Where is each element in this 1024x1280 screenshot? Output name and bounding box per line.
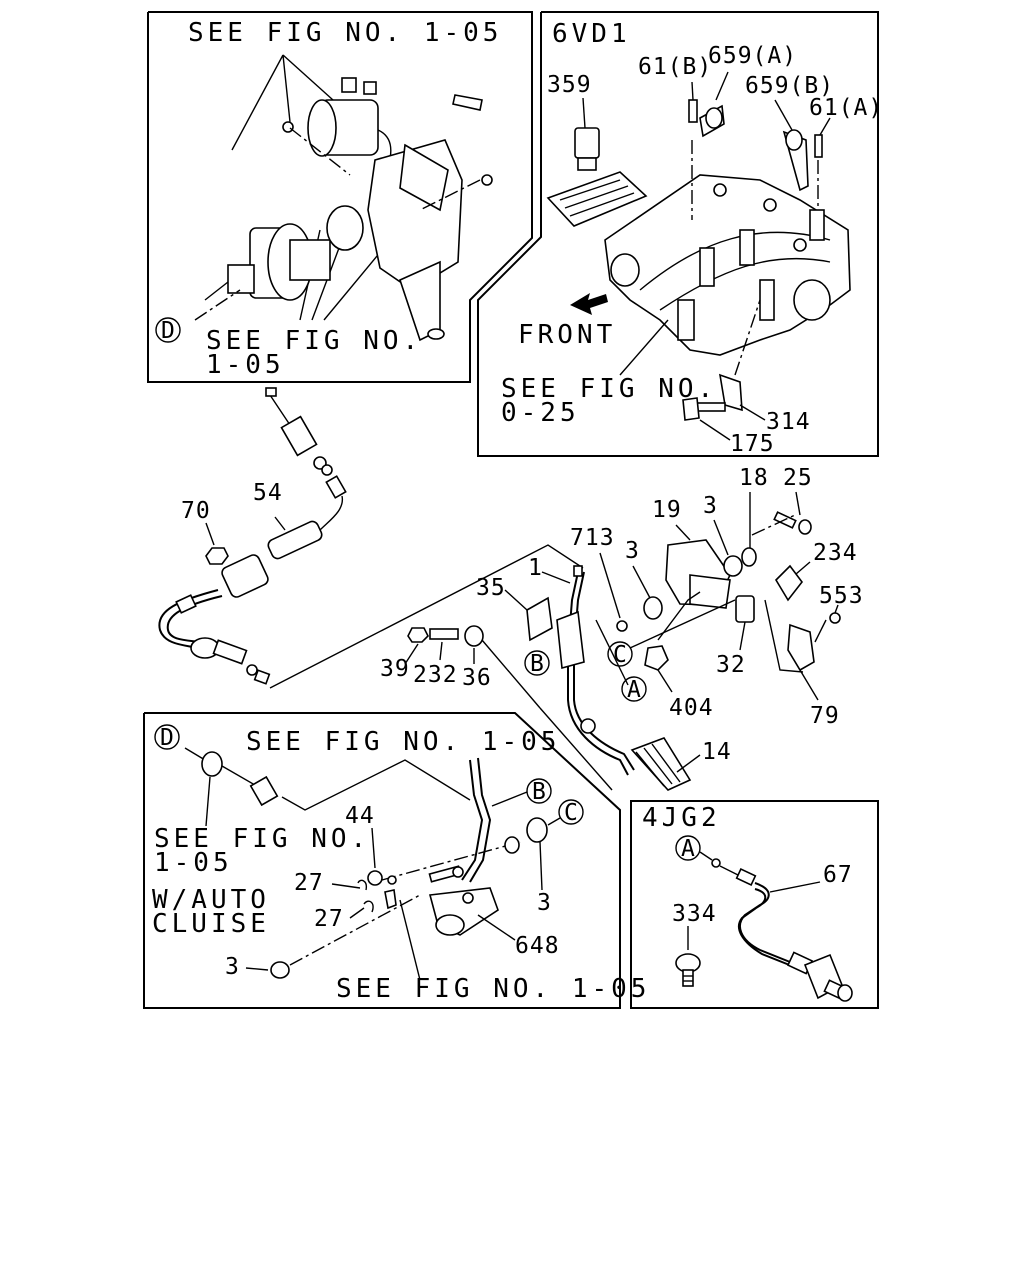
part-659a: 659(A) [708, 43, 797, 69]
ref-bottom-left-1: SEE FIG NO. [206, 326, 422, 356]
variant-6vd1: 6VD1 [552, 19, 631, 49]
svg-text:A: A [681, 836, 696, 862]
part-18: 18 [739, 465, 769, 491]
direction-front: FRONT [518, 320, 616, 350]
part-61a: 61(A) [809, 95, 883, 121]
note-auto-cruise-1: W/AUTO [152, 885, 270, 915]
ref-0-25-line1: SEE FIG NO. [501, 374, 717, 404]
part-3a: 3 [625, 538, 640, 564]
part-25: 25 [783, 465, 813, 491]
intake-manifold [604, 174, 851, 356]
panel-top-left: SEE FIG NO. 1-05 SEE FIG NO. 1-05 D [147, 11, 533, 383]
part-35: 35 [476, 575, 506, 601]
svg-text:D: D [161, 318, 176, 344]
part-404: 404 [669, 695, 714, 721]
bolts-39-232-36 [404, 625, 613, 791]
svg-text:C: C [564, 800, 579, 826]
svg-text:B: B [532, 779, 547, 805]
callout-b: B [524, 650, 550, 677]
panel-bottom-right: 4JG2 A 67 334 [630, 800, 879, 1009]
bolt-175 [619, 299, 766, 441]
callout-b-bottom: B [526, 778, 552, 805]
part-19: 19 [652, 497, 682, 523]
callout-a-br: A [675, 835, 701, 862]
part-67: 67 [823, 862, 853, 888]
ref-top-left: SEE FIG NO. 1-05 [188, 18, 502, 48]
svg-text:D: D [160, 725, 175, 751]
part-44: 44 [345, 803, 375, 829]
part-232: 232 [413, 662, 458, 688]
part-553: 553 [819, 583, 864, 609]
callout-d-bottom: D [154, 724, 180, 751]
part-659b: 659(B) [745, 73, 834, 99]
svg-text:C: C [613, 642, 628, 668]
ref-bl-mid-1: SEE FIG NO. [154, 824, 370, 854]
part-359: 359 [547, 72, 592, 98]
relay-359 [546, 97, 648, 227]
part-1: 1 [528, 555, 543, 581]
part-3b: 3 [703, 493, 718, 519]
callout-c-bottom: C [558, 799, 584, 826]
clip-334 [675, 926, 701, 987]
bracket-19 [595, 491, 841, 701]
callout-c: C [607, 641, 633, 668]
part-3-bl: 3 [537, 890, 552, 916]
part-36: 36 [462, 665, 492, 691]
part-61b: 61(B) [638, 54, 712, 80]
panel-top-right: 6VD1 359 61(B) 659(A) 659(B) 61(A) FRONT… [477, 11, 883, 457]
ref-bl-mid-2: 1-05 [154, 848, 233, 878]
accelerator-cable [158, 387, 584, 689]
part-14: 14 [702, 739, 732, 765]
main-assembly: 70 54 713 3 19 3 18 25 234 553 1 35 39 2… [158, 387, 864, 791]
cable-67 [699, 851, 853, 1002]
part-32: 32 [716, 652, 746, 678]
part-713: 713 [570, 525, 615, 551]
part-79: 79 [810, 703, 840, 729]
part-234: 234 [813, 540, 858, 566]
front-arrow [570, 293, 608, 315]
part-648: 648 [515, 933, 560, 959]
part-70: 70 [181, 498, 211, 524]
svg-text:A: A [627, 677, 642, 703]
callout-d-top: D [155, 317, 181, 344]
part-175: 175 [730, 431, 775, 457]
part-314: 314 [766, 409, 811, 435]
part-54: 54 [253, 480, 283, 506]
ref-bl-top: SEE FIG NO. 1-05 [246, 727, 560, 757]
pedal-arm-bl [245, 757, 561, 981]
part-334: 334 [672, 901, 717, 927]
part-39: 39 [380, 656, 410, 682]
ref-bottom-left-2: 1-05 [206, 350, 285, 380]
ref-0-25-line2: 0-25 [501, 398, 580, 428]
variant-4jg2: 4JG2 [642, 803, 721, 833]
note-auto-cruise-2: CLUISE [152, 909, 270, 939]
panel-bottom-left: D SEE FIG NO. 1-05 SEE FIG NO. 1-05 W/AU… [143, 712, 650, 1009]
part-3-bl2: 3 [225, 954, 240, 980]
brackets-659 [688, 71, 831, 220]
ref-bl-bottom: SEE FIG NO. 1-05 [336, 974, 650, 1004]
part-27b: 27 [314, 906, 344, 932]
pedal-arm [504, 565, 701, 791]
cable-end-d [184, 747, 471, 827]
actuator-assembly [194, 77, 493, 342]
svg-text:B: B [530, 651, 545, 677]
callout-a: A [621, 676, 647, 703]
part-27a: 27 [294, 870, 324, 896]
